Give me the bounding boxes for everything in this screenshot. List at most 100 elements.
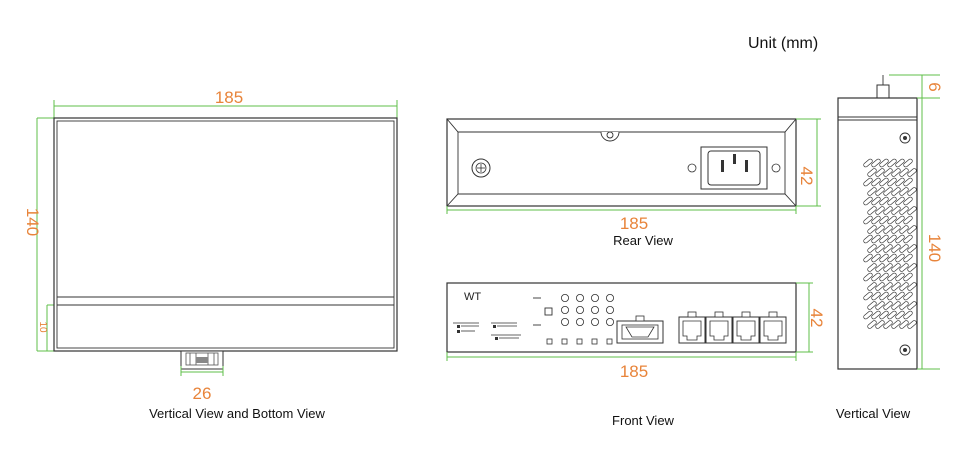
vent-slot <box>907 187 917 196</box>
sfp-port-latch <box>625 326 655 338</box>
vent-slot <box>875 263 885 272</box>
vent-slot <box>887 291 897 301</box>
vent-slot <box>871 272 881 282</box>
vent-slot <box>899 206 909 215</box>
top-width-dim: 185 <box>215 88 243 107</box>
vent-slot <box>899 244 909 253</box>
reset-button <box>544 307 553 316</box>
vent-slot <box>899 187 909 196</box>
led-indicator <box>606 293 615 302</box>
led-indicator <box>561 317 570 326</box>
rj45-jack <box>763 320 783 341</box>
vent-slot <box>891 301 901 310</box>
rear-height-dim: 42 <box>797 167 816 186</box>
vent-slot <box>871 196 881 206</box>
led-indicator <box>561 305 570 314</box>
led-square <box>606 338 613 345</box>
vent-slot <box>895 215 905 225</box>
front-brand-text: WT <box>464 291 481 303</box>
vent-slot <box>867 206 877 215</box>
vent-slot <box>887 196 897 206</box>
vent-slot <box>863 196 873 206</box>
vent-slot <box>863 215 873 225</box>
vent-slot <box>867 320 877 329</box>
vent-slot <box>891 282 901 291</box>
vent-slot <box>863 158 873 168</box>
side-view-caption: Vertical View <box>836 406 911 421</box>
led-square <box>561 338 568 345</box>
vent-slot <box>871 177 881 187</box>
vent-slot <box>879 291 889 301</box>
led-indicator <box>591 305 600 314</box>
led-indicator <box>576 317 585 326</box>
vent-slot <box>899 301 909 310</box>
top-view-caption: Vertical View and Bottom View <box>149 406 325 421</box>
vent-slot <box>875 320 885 329</box>
vent-slot <box>871 215 881 225</box>
vent-slot <box>867 282 877 291</box>
vent-slot <box>879 272 889 282</box>
vent-slot <box>903 310 913 320</box>
rear-view-caption: Rear View <box>613 233 673 248</box>
front-height-dim: 42 <box>807 309 826 328</box>
vent-slot <box>899 263 909 272</box>
front-width-dim: 185 <box>620 362 648 381</box>
side-top-stub <box>876 84 890 99</box>
vent-slot <box>907 244 917 253</box>
vent-slot <box>907 206 917 215</box>
vent-slot <box>887 177 897 187</box>
sfp-port-led <box>635 315 645 322</box>
rear-width-dim: 185 <box>620 214 648 233</box>
led-grid <box>561 293 615 326</box>
vent-slot <box>863 234 873 244</box>
vent-slot <box>875 206 885 215</box>
side-height-dim: 140 <box>925 234 944 262</box>
vent-slot <box>867 168 877 177</box>
rj45-led <box>687 311 697 318</box>
rj45-jack <box>682 320 702 341</box>
vent-slot <box>879 158 889 168</box>
vent-slot <box>875 187 885 196</box>
rear-view: 185 42 Rear View <box>446 118 821 248</box>
ground-screw-inner <box>475 162 487 174</box>
vent-slot <box>883 244 893 253</box>
vent-slot <box>903 177 913 187</box>
vent-slot <box>863 253 873 263</box>
vent-slot <box>863 177 873 187</box>
led-indicator <box>606 305 615 314</box>
led-square <box>591 338 598 345</box>
vent-slot <box>879 234 889 244</box>
vent-slot <box>891 206 901 215</box>
vent-slot <box>875 225 885 234</box>
vent-slot <box>871 234 881 244</box>
vent-slot <box>879 215 889 225</box>
led-indicator <box>591 293 600 302</box>
vent-slot <box>895 234 905 244</box>
rear-tab <box>600 131 620 142</box>
front-view-caption: Front View <box>612 413 675 428</box>
vent-slot <box>895 272 905 282</box>
vent-slot <box>891 187 901 196</box>
vent-slot <box>863 291 873 301</box>
vent-slot <box>887 310 897 320</box>
vent-slot <box>895 196 905 206</box>
vent-slot <box>895 253 905 263</box>
socket-screw-right <box>771 163 781 173</box>
vent-slot <box>899 168 909 177</box>
top-height-dim: 140 <box>23 208 42 236</box>
vent-slot <box>883 282 893 291</box>
side-top-dim: 6 <box>925 82 944 91</box>
vent-grid <box>863 158 917 329</box>
vent-slot <box>867 225 877 234</box>
socket-pin <box>721 160 724 172</box>
rj45-jack <box>709 320 729 341</box>
led-indicator <box>561 293 570 302</box>
vent-slot <box>891 168 901 177</box>
led-square <box>576 338 583 345</box>
vent-slot <box>863 310 873 320</box>
vent-slot <box>903 253 913 263</box>
vent-slot <box>899 225 909 234</box>
vent-slot <box>871 253 881 263</box>
led-indicator <box>606 317 615 326</box>
vent-slot <box>887 253 897 263</box>
